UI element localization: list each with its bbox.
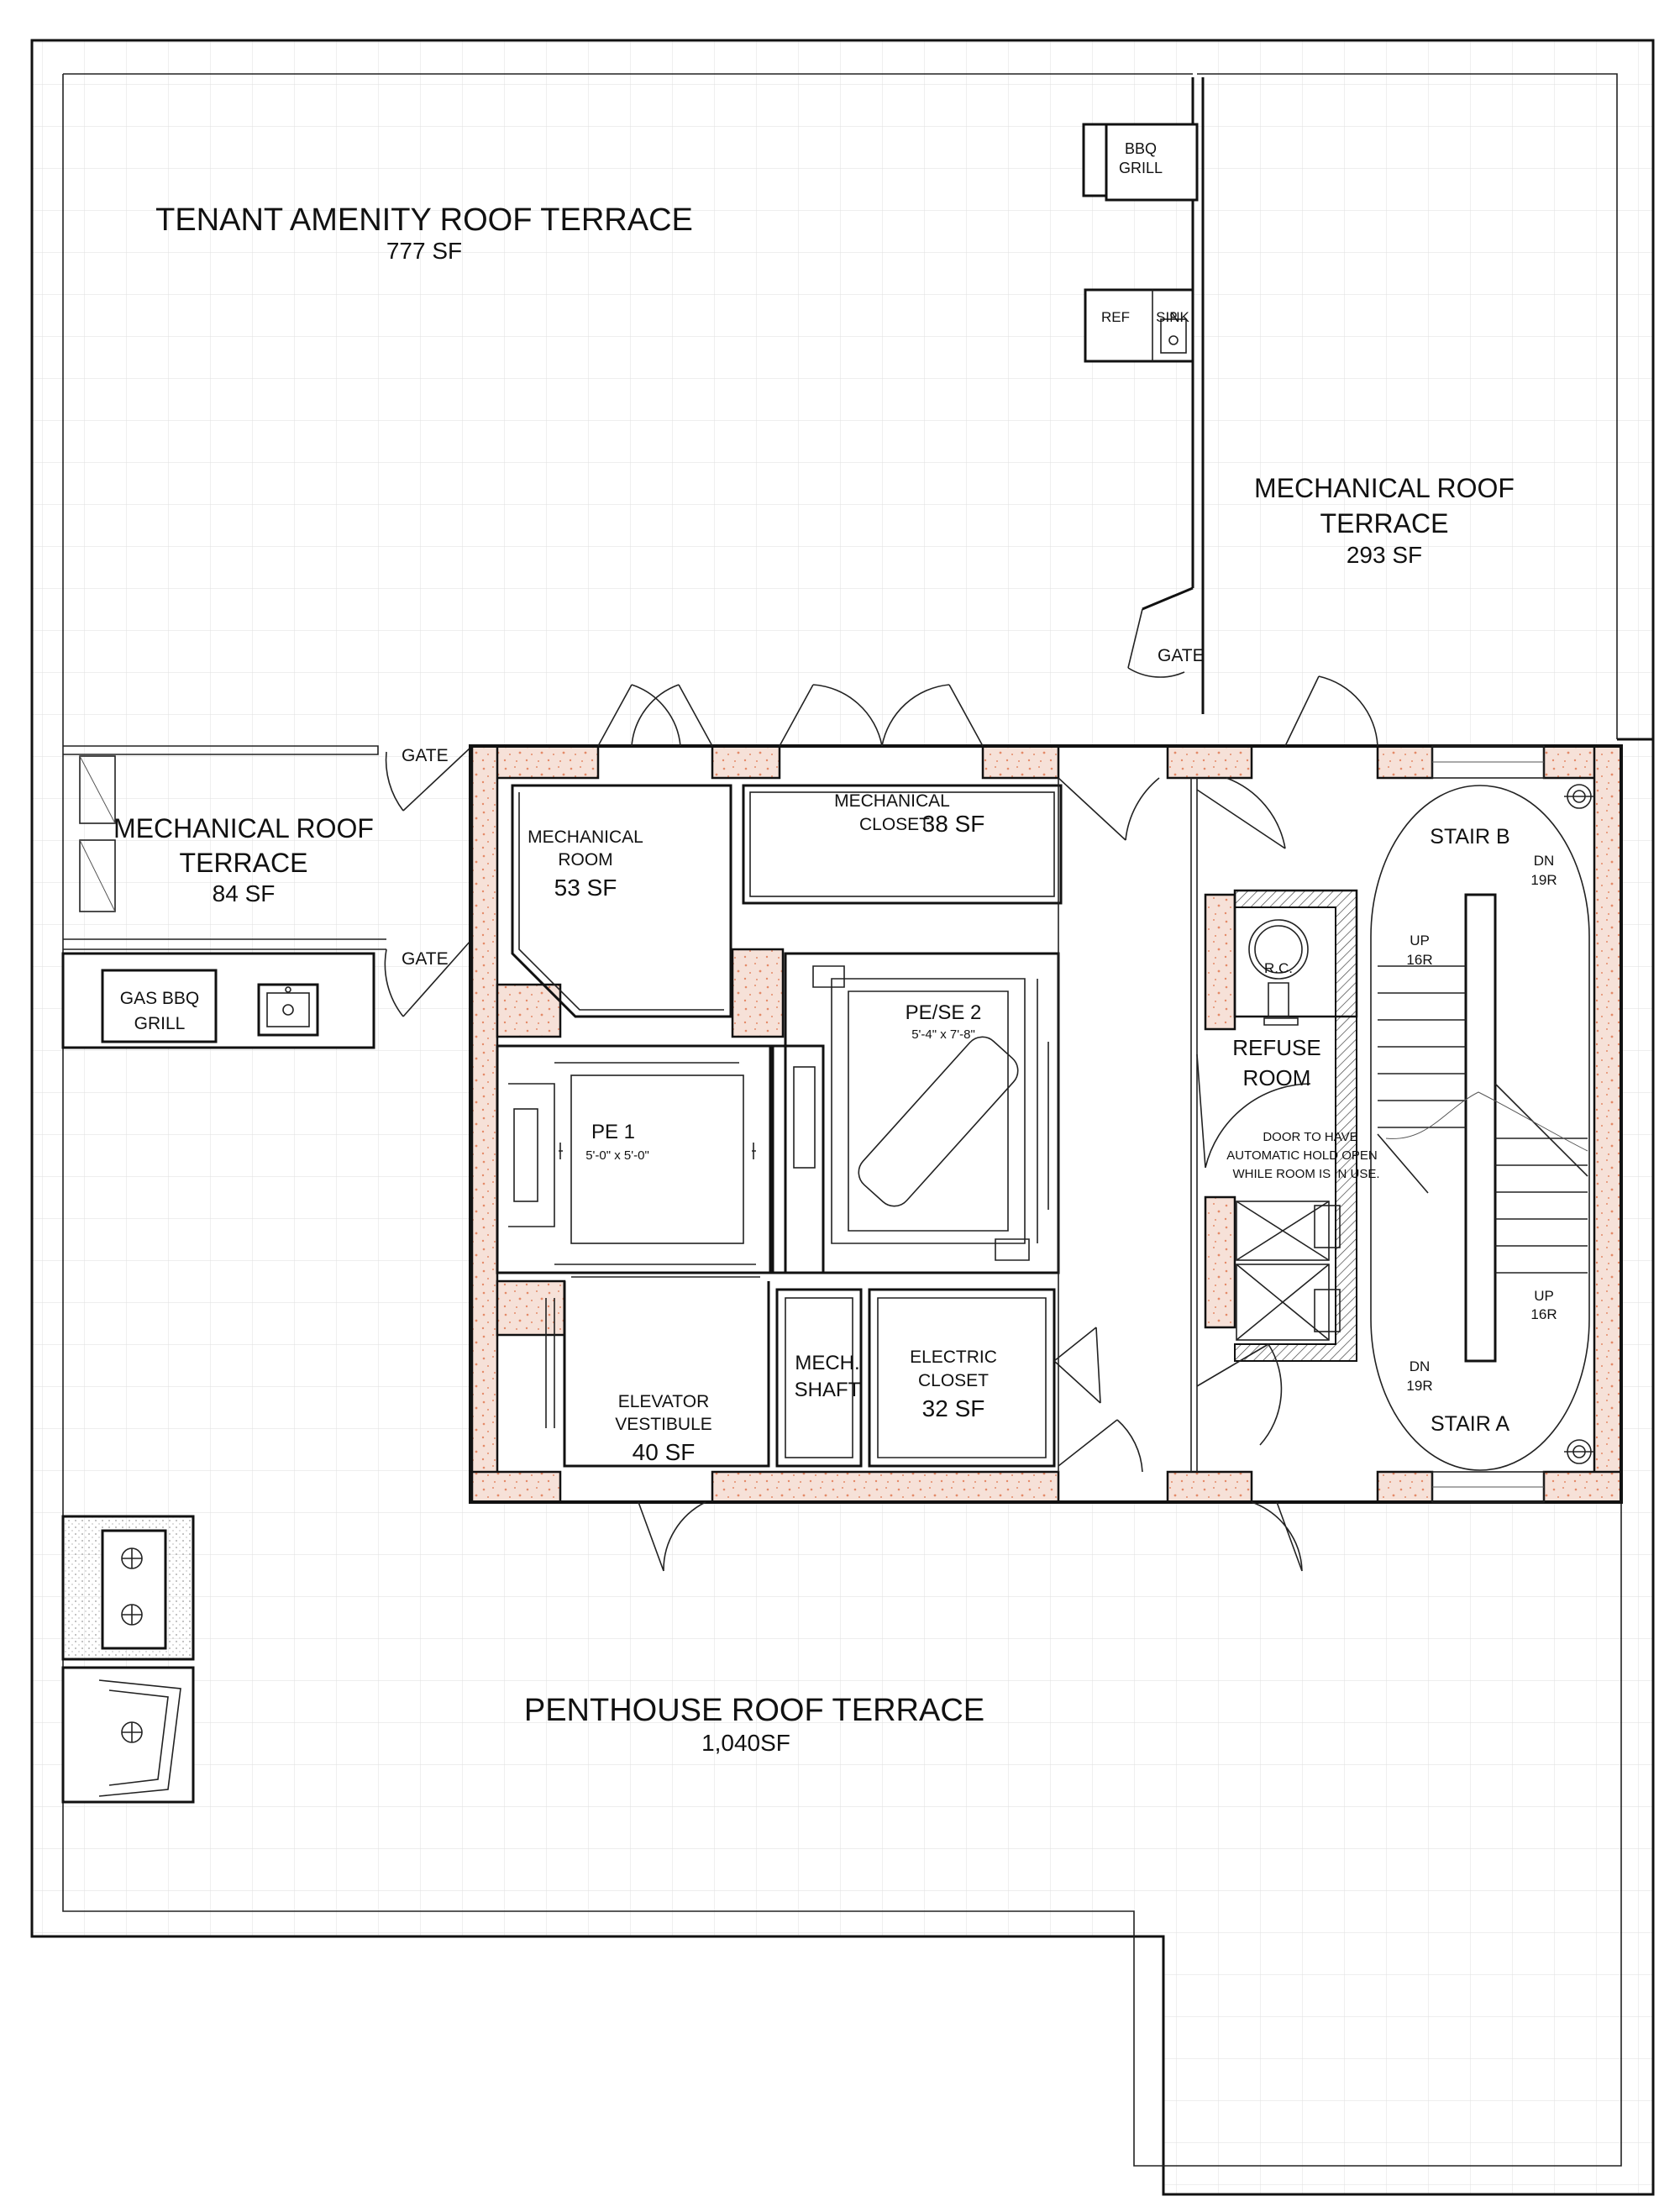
mech-closet-area: 38 SF — [922, 811, 985, 837]
pe2-size: 5'-4" x 7'-8" — [911, 1027, 975, 1042]
stair-b-label: STAIR B — [1430, 825, 1509, 849]
pe1-shaft — [496, 1044, 772, 1274]
pe1-name: PE 1 — [591, 1121, 635, 1143]
mech-terrace-east-line2: TERRACE — [1320, 508, 1449, 539]
pe2-name: PE/SE 2 — [906, 1001, 982, 1024]
vestibule-line1: ELEVATOR — [618, 1392, 710, 1411]
refuse-note-3: WHILE ROOM IS IN USE. — [1232, 1167, 1379, 1181]
stair-b-treads — [1378, 965, 1466, 1128]
gate-west-upper[interactable]: GATE — [385, 746, 471, 812]
mech-room-line2: ROOM — [558, 850, 612, 870]
bbq-grill-line2: GRILL — [1119, 160, 1163, 176]
gate-west-lower[interactable]: GATE — [384, 940, 471, 1017]
refuse-room — [1233, 889, 1358, 1362]
ref-sink-counter — [1084, 288, 1194, 363]
refuse-line1: REFUSE — [1232, 1035, 1320, 1060]
labels: TENANT AMENITY ROOF TERRACE 777 SF MECHA… — [113, 140, 1557, 1756]
mech-terrace-west-area: 84 SF — [213, 880, 276, 906]
stair-a-up: UP — [1534, 1288, 1554, 1304]
mech-closet-line1: MECHANICAL — [834, 791, 950, 811]
standpipe-a-icon — [1564, 1439, 1594, 1464]
mech-shaft — [775, 1288, 863, 1468]
stair-b-up-risers: 16R — [1406, 952, 1432, 968]
stair-b-dn-risers: 19R — [1530, 872, 1557, 888]
gate-east-label: GATE — [1158, 646, 1205, 665]
stair-a-label: STAIR A — [1431, 1412, 1509, 1436]
gate-west-upper-label: GATE — [402, 746, 449, 765]
outdoor-kitchen — [61, 1515, 195, 1804]
stair-b-up: UP — [1410, 933, 1430, 948]
stair-a-treads — [1495, 1138, 1588, 1274]
standpipe-b-icon — [1564, 784, 1594, 809]
electric-closet — [868, 1288, 1056, 1468]
mech-terrace-east-area: 293 SF — [1347, 542, 1422, 568]
stairs — [1370, 784, 1594, 1471]
stair-a-up-risers: 16R — [1530, 1306, 1557, 1322]
electric-closet-line1: ELECTRIC — [910, 1348, 997, 1367]
sink-label: SINK — [1156, 309, 1189, 325]
refuse-line2: ROOM — [1243, 1065, 1311, 1090]
pe1-size: 5'-0" x 5'-0" — [585, 1148, 649, 1163]
gate-west-lower-label: GATE — [402, 949, 449, 969]
mech-room-area: 53 SF — [554, 875, 617, 901]
mech-shaft-line1: MECH. — [795, 1352, 859, 1374]
stair-b-dn: DN — [1534, 853, 1555, 869]
doors[interactable] — [597, 675, 1378, 1572]
bbq-grill-line1: BBQ — [1125, 140, 1157, 157]
bbq-grill — [1082, 123, 1199, 202]
gas-bbq-line2: GRILL — [134, 1014, 186, 1033]
mech-terrace-west-line2: TERRACE — [180, 848, 308, 878]
vestibule-area: 40 SF — [633, 1439, 696, 1465]
refuse-note-2: AUTOMATIC HOLD OPEN — [1226, 1148, 1377, 1163]
electric-closet-line2: CLOSET — [918, 1371, 989, 1390]
pe2-shaft — [784, 952, 1060, 1274]
mechanical-closet — [742, 784, 1063, 905]
refuse-note-1: DOOR TO HAVE — [1263, 1130, 1357, 1144]
mech-closet-line2: CLOSET — [859, 815, 930, 834]
vestibule-line2: VESTIBULE — [615, 1415, 712, 1434]
mech-shaft-line2: SHAFT — [795, 1379, 861, 1401]
rc-label: R.C. — [1264, 960, 1293, 976]
tenant-terrace-name: TENANT AMENITY ROOF TERRACE — [155, 202, 693, 238]
gate-east[interactable]: GATE — [1127, 608, 1205, 678]
penthouse-terrace-area: 1,040SF — [701, 1730, 790, 1756]
ref-label: REF — [1101, 309, 1130, 325]
mech-terrace-west — [63, 745, 386, 950]
mechanical-room — [511, 784, 732, 1018]
gas-bbq-counter — [61, 952, 375, 1049]
stair-a-dn: DN — [1410, 1358, 1431, 1374]
mech-room-line1: MECHANICAL — [528, 828, 643, 847]
penthouse-terrace-name: PENTHOUSE ROOF TERRACE — [524, 1693, 984, 1728]
mech-terrace-east-line1: MECHANICAL ROOF — [1254, 473, 1515, 503]
mech-terrace-west-line1: MECHANICAL ROOF — [113, 813, 374, 843]
gas-bbq-line1: GAS BBQ — [120, 989, 200, 1008]
electric-closet-area: 32 SF — [922, 1395, 985, 1421]
elevator-vestibule — [545, 1276, 770, 1468]
corridor — [1058, 778, 1198, 1472]
stair-a-dn-risers: 19R — [1406, 1378, 1432, 1394]
tenant-terrace-area: 777 SF — [386, 238, 462, 264]
